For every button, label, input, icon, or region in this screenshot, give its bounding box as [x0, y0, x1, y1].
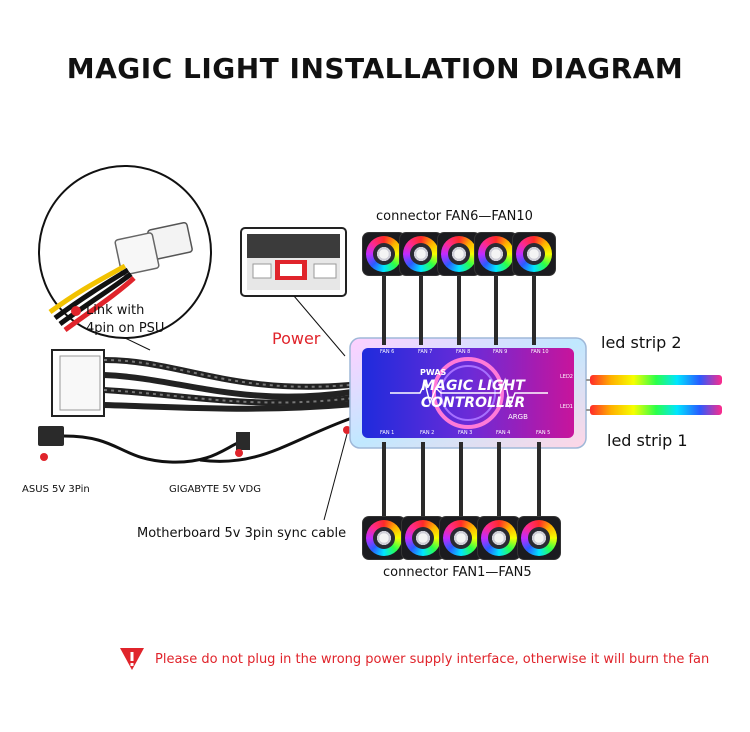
port-fan4: FAN 4 — [496, 430, 511, 436]
magic-light-controller — [349, 337, 587, 449]
port-fan3: FAN 3 — [458, 430, 473, 436]
psu-link-label-line2: 4pin on PSU — [86, 321, 165, 336]
rgb-fan-icon — [363, 517, 405, 559]
controller-name-line2: CONTROLLER — [420, 395, 526, 411]
port-fan8: FAN 8 — [456, 349, 471, 355]
led-strip-1-label: led strip 1 — [607, 431, 688, 450]
connector-bottom-label: connector FAN1—FAN5 — [383, 565, 532, 580]
connector-closeup-inset — [240, 227, 347, 357]
rgb-fan-icon — [518, 517, 560, 559]
controller-model: ARGB — [508, 413, 528, 421]
warning-triangle-icon — [120, 648, 144, 670]
port-led1: LED1 — [560, 404, 573, 410]
controller-name-line1: MAGIC LIGHT — [421, 378, 525, 394]
asus-label: ASUS 5V 3Pin — [22, 484, 90, 495]
port-led2: LED2 — [560, 374, 573, 380]
psu-connector-inset — [38, 165, 212, 339]
port-fan7: FAN 7 — [418, 349, 433, 355]
diagram-title: MAGIC LIGHT INSTALLATION DIAGRAM — [66, 52, 684, 85]
power-cable — [51, 349, 356, 417]
port-fan5: FAN 5 — [536, 430, 551, 436]
rgb-fan-icon — [400, 233, 442, 275]
rgb-fan-icon — [363, 233, 405, 275]
led-strip-2-label: led strip 2 — [601, 333, 682, 352]
motherboard-sync-label: Motherboard 5v 3pin sync cable — [137, 526, 347, 541]
top-fan-cables — [382, 268, 536, 345]
rgb-fan-icon — [440, 517, 482, 559]
gigabyte-label: GIGABYTE 5V VDG — [169, 484, 261, 495]
psu-link-label-line1: Link with — [86, 303, 145, 318]
port-fan1: FAN 1 — [380, 430, 395, 436]
rgb-fan-icon — [402, 517, 444, 559]
rgb-fan-icon — [513, 233, 555, 275]
port-fan9: FAN 9 — [493, 349, 508, 355]
port-fan6: FAN 6 — [380, 349, 395, 355]
rgb-fan-icon — [478, 517, 520, 559]
rgb-fan-icon — [475, 233, 517, 275]
led-strips — [586, 375, 722, 415]
port-fan2: FAN 2 — [420, 430, 435, 436]
bottom-fan-cables — [382, 442, 541, 518]
sync-cable — [38, 416, 353, 521]
power-label: Power — [272, 329, 321, 348]
connector-top-label: connector FAN6—FAN10 — [376, 209, 533, 224]
port-fan10: FAN 10 — [531, 349, 549, 355]
warning-text: Please do not plug in the wrong power su… — [155, 652, 710, 667]
rgb-fan-icon — [438, 233, 480, 275]
controller-brand: PWAS — [420, 368, 447, 377]
